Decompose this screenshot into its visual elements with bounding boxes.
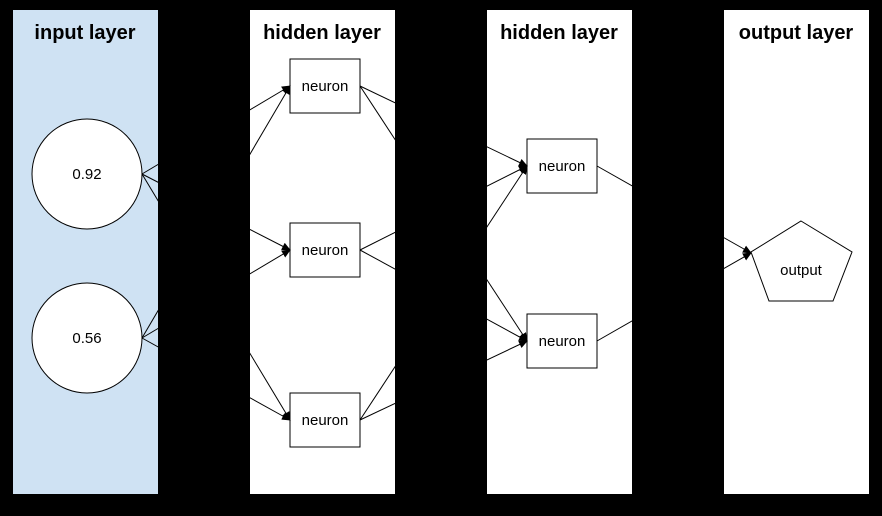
hidden2-neuron-2-box	[526, 313, 598, 369]
hidden-layer-1-title: hidden layer	[263, 22, 381, 44]
output-layer-title: output layer	[739, 22, 854, 44]
connection-line	[141, 337, 291, 421]
input-node-1: 0.92	[31, 118, 143, 230]
input-node-2: 0.56	[31, 282, 143, 394]
connection-line	[141, 85, 291, 339]
connection-line	[359, 85, 528, 167]
hidden1-neuron-3: neuron	[289, 392, 361, 448]
hidden1-neuron-3-label: neuron	[302, 412, 349, 429]
hidden1-neuron-2: neuron	[289, 222, 361, 278]
input-layer-panel-bg	[13, 10, 158, 494]
output-node: output	[750, 220, 853, 302]
hidden2-neuron-2: neuron	[526, 313, 598, 369]
hidden-layer-2-panel: hidden layer	[487, 10, 632, 494]
hidden1-neuron-1-label: neuron	[302, 78, 349, 95]
connection-line	[359, 249, 528, 342]
hidden-layer-2-title: hidden layer	[500, 22, 618, 44]
hidden1-neuron-1-box	[289, 58, 361, 114]
hidden1-neuron-1: neuron	[289, 58, 361, 114]
connection-line	[359, 85, 528, 342]
hidden1-neuron-3-box	[289, 392, 361, 448]
connection-line	[359, 340, 528, 421]
hidden2-neuron-1-label: neuron	[539, 158, 586, 175]
hidden2-neuron-1-box	[526, 138, 598, 194]
input-layer-title: input layer	[34, 22, 135, 44]
connection-line	[596, 252, 752, 342]
connection-line	[359, 165, 528, 251]
input-node-1-label: 0.92	[72, 166, 101, 183]
connection-line	[141, 173, 291, 421]
hidden1-neuron-2-label: neuron	[302, 242, 349, 259]
hidden-layer-2-panel-bg	[487, 10, 632, 494]
connections	[141, 85, 752, 421]
input-node-2-label: 0.56	[72, 330, 101, 347]
input-layer-panel: input layer	[13, 10, 158, 494]
connection-line	[359, 165, 528, 421]
output-node-pentagon	[750, 220, 853, 302]
hidden2-neuron-2-label: neuron	[539, 333, 586, 350]
connection-line	[141, 85, 291, 175]
hidden2-neuron-1: neuron	[526, 138, 598, 194]
connection-line	[596, 165, 752, 254]
output-node-label: output	[780, 262, 823, 279]
connection-line	[141, 249, 291, 339]
